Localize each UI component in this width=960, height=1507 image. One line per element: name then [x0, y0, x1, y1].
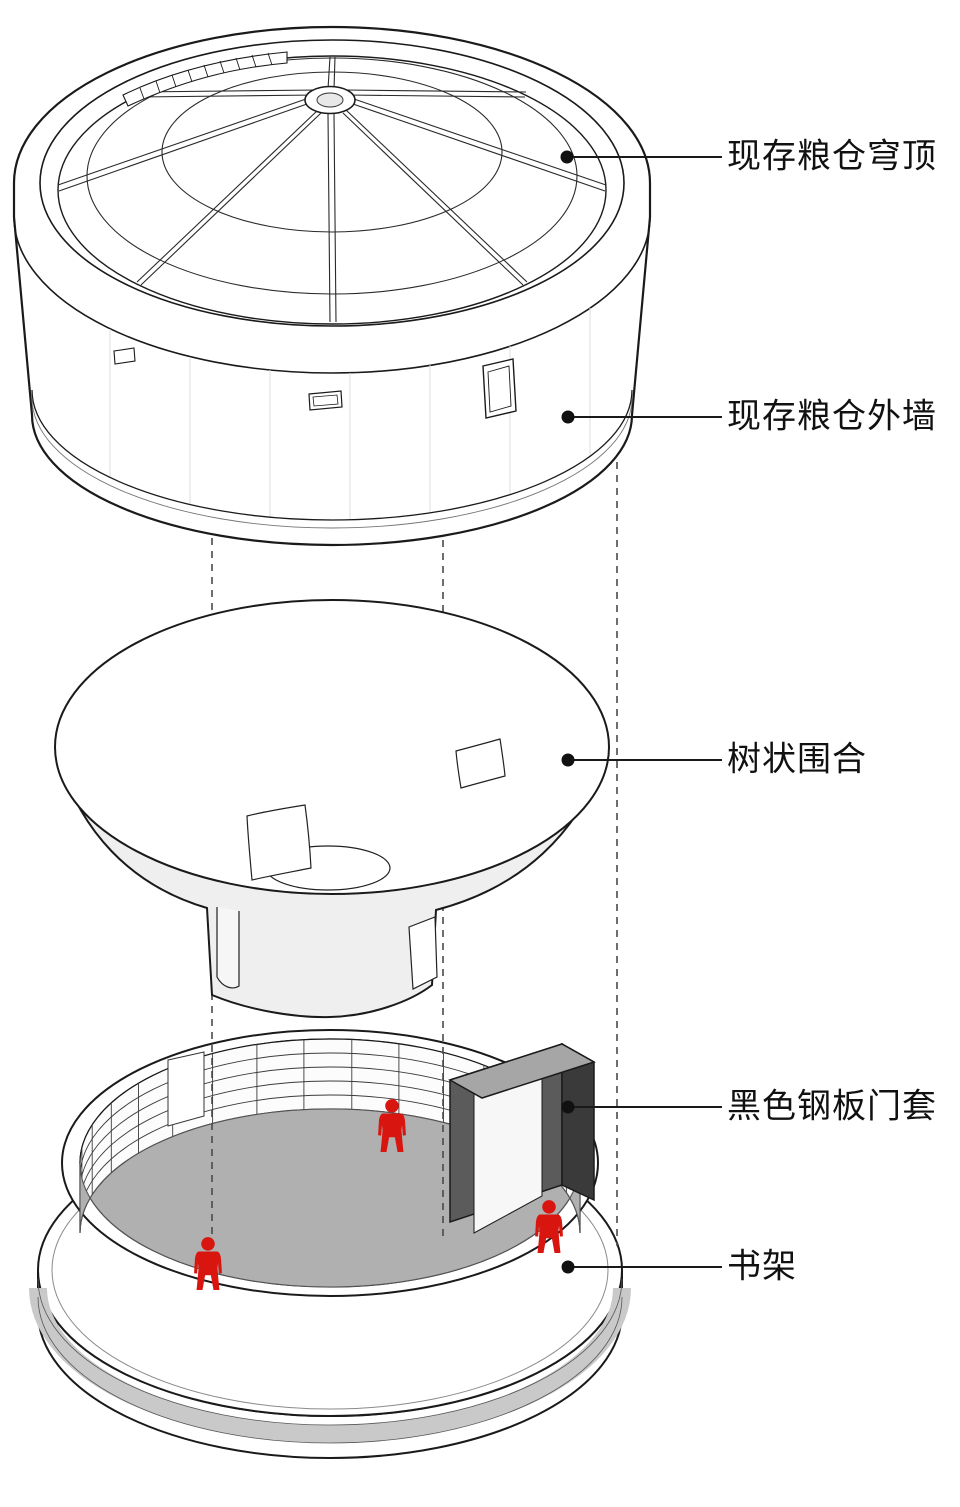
wall-windows	[113, 347, 517, 419]
funnel-opening-right	[455, 738, 506, 789]
granary-dome	[39, 39, 625, 327]
funnel-rim	[54, 599, 610, 895]
door-frame	[448, 1042, 596, 1234]
dome-ribs	[57, 56, 607, 323]
label-existing-granary-dome: 现存粮仓穹顶	[727, 137, 937, 176]
funnel-opening-left	[246, 804, 312, 881]
tree-enclosure	[54, 599, 610, 1019]
label-existing-granary-wall: 现存粮仓外墙	[727, 397, 937, 436]
wall-door-gap	[167, 1051, 205, 1127]
leader-lines	[567, 156, 722, 1268]
dome-stair	[122, 51, 288, 107]
label-black-steel-door-frame: 黑色钢板门套	[727, 1087, 937, 1126]
stem-slot	[216, 907, 240, 989]
stem-window	[408, 916, 438, 990]
label-bookshelf: 书架	[727, 1247, 797, 1286]
door-top-face	[448, 1043, 596, 1099]
leader-dots	[560, 150, 575, 1274]
granary-shell	[12, 25, 652, 547]
label-tree-enclosure: 树状围合	[727, 740, 867, 779]
bookshelf-grid-rows	[79, 1052, 581, 1220]
